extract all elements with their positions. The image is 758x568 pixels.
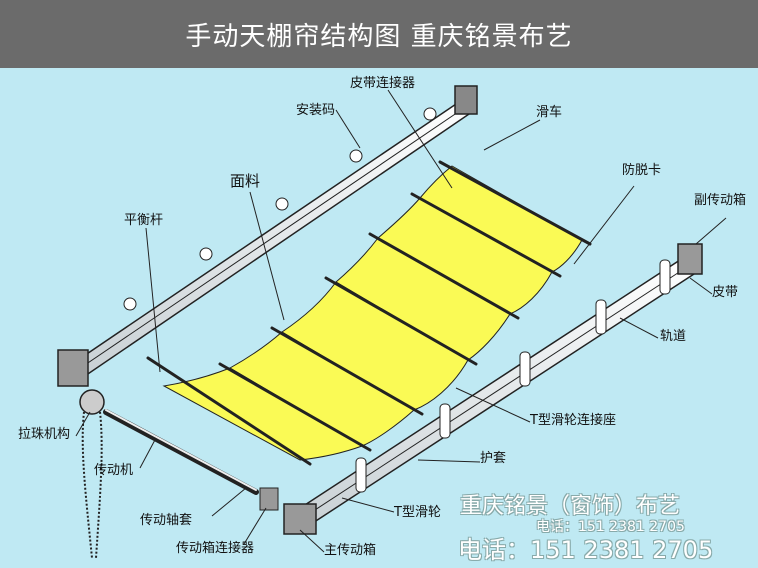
watermark-phone-small: 电话：151 2381 2705 xyxy=(536,519,685,535)
fabric-panels xyxy=(162,165,583,461)
balance-bar-5 xyxy=(270,326,424,416)
balance-bar-6 xyxy=(218,362,372,452)
leader-belt-connector xyxy=(387,89,453,189)
mount-clip-1 xyxy=(423,107,437,121)
label-fabric: 面料 xyxy=(230,172,261,190)
leader-drive-shaft-sleeve xyxy=(211,487,247,517)
bead-chain-2 xyxy=(95,411,103,559)
leader-secondary-gearbox xyxy=(695,217,727,245)
label-drive-shaft-sleeve: 传动轴套 xyxy=(140,513,193,528)
label-balance-bar: 平衡杆 xyxy=(124,213,164,228)
gearbox-connector-part xyxy=(259,487,279,511)
label-t-pulley: T型滑轮 xyxy=(394,505,441,520)
lower-rail xyxy=(283,243,703,535)
watermark-phone-large: 电话：151 2381 2705 xyxy=(458,536,714,564)
leader-track xyxy=(619,317,659,339)
label-gearbox-connector: 传动箱连接器 xyxy=(176,541,255,556)
balance-bar-1 xyxy=(438,160,592,246)
track-bracket-2 xyxy=(595,299,607,335)
label-sleeve: 护套 xyxy=(480,451,507,466)
balance-bar-7 xyxy=(146,356,312,466)
upper-rail xyxy=(57,85,478,387)
balance-bars xyxy=(146,160,592,466)
leader-drive-shaft xyxy=(139,437,157,469)
leader-main-gearbox xyxy=(299,529,325,553)
title-bar: 手动天棚帘结构图 重庆铭景布艺 xyxy=(0,0,758,68)
mount-clip-5 xyxy=(123,297,137,311)
watermark-company: 重庆铭景（窗饰）布艺 xyxy=(460,494,681,519)
drive-shaft-highlight xyxy=(105,409,257,491)
label-main-gearbox: 主传动箱 xyxy=(324,543,377,558)
leader-t-pulley-seat xyxy=(455,387,531,423)
label-belt-connector: 皮带连接器 xyxy=(350,76,416,91)
track-bracket-5 xyxy=(355,457,367,493)
bead-chain xyxy=(81,411,93,559)
leader-sleeve xyxy=(417,459,481,463)
track-bracket-3 xyxy=(519,351,531,387)
label-bead-chain-mechanism: 拉珠机构 xyxy=(18,427,71,442)
leader-gearbox-connector xyxy=(243,507,267,545)
label-pulley: 滑车 xyxy=(536,105,563,120)
leader-bead-chain xyxy=(75,411,91,437)
label-mounting-clip: 安装码 xyxy=(296,103,336,118)
leader-fabric xyxy=(249,191,285,321)
main-gearbox-box xyxy=(283,503,317,535)
leader-belt xyxy=(689,277,713,295)
mount-clip-4 xyxy=(199,247,213,261)
upper-gearbox xyxy=(57,349,89,387)
upper-rail-endcap xyxy=(454,85,478,115)
fabric-panel-6 xyxy=(162,367,364,461)
track-bracket-4 xyxy=(439,403,451,439)
leader-t-pulley xyxy=(341,497,395,513)
balance-bar-2 xyxy=(410,192,562,278)
track-bracket-1 xyxy=(659,259,671,295)
upper-rail-edge xyxy=(75,105,468,372)
leader-pulley xyxy=(483,119,541,151)
mount-clip-3 xyxy=(275,197,289,211)
leader-mounting-clip xyxy=(335,109,361,149)
secondary-gearbox-box xyxy=(677,243,703,275)
structure-diagram xyxy=(57,85,727,559)
label-t-pulley-seat: T型滑轮连接座 xyxy=(530,413,616,428)
label-belt: 皮带 xyxy=(712,285,739,300)
label-drive-shaft: 传动机 xyxy=(94,463,134,478)
leader-anti-drop-clip xyxy=(573,185,635,265)
drive-assembly xyxy=(79,389,279,559)
label-anti-drop-clip: 防脱卡 xyxy=(622,163,662,178)
page-title: 手动天棚帘结构图 重庆铭景布艺 xyxy=(185,21,573,52)
bead-chain-wheel xyxy=(79,389,105,415)
balance-bar-4 xyxy=(324,276,478,366)
leader-lines xyxy=(75,89,727,553)
mount-clip-2 xyxy=(349,149,363,163)
label-secondary-gearbox: 副传动箱 xyxy=(694,193,747,208)
drive-shaft-line xyxy=(103,409,259,495)
balance-bar-3 xyxy=(368,232,520,320)
leader-balance-bar xyxy=(145,227,161,373)
label-track: 轨道 xyxy=(660,329,687,344)
